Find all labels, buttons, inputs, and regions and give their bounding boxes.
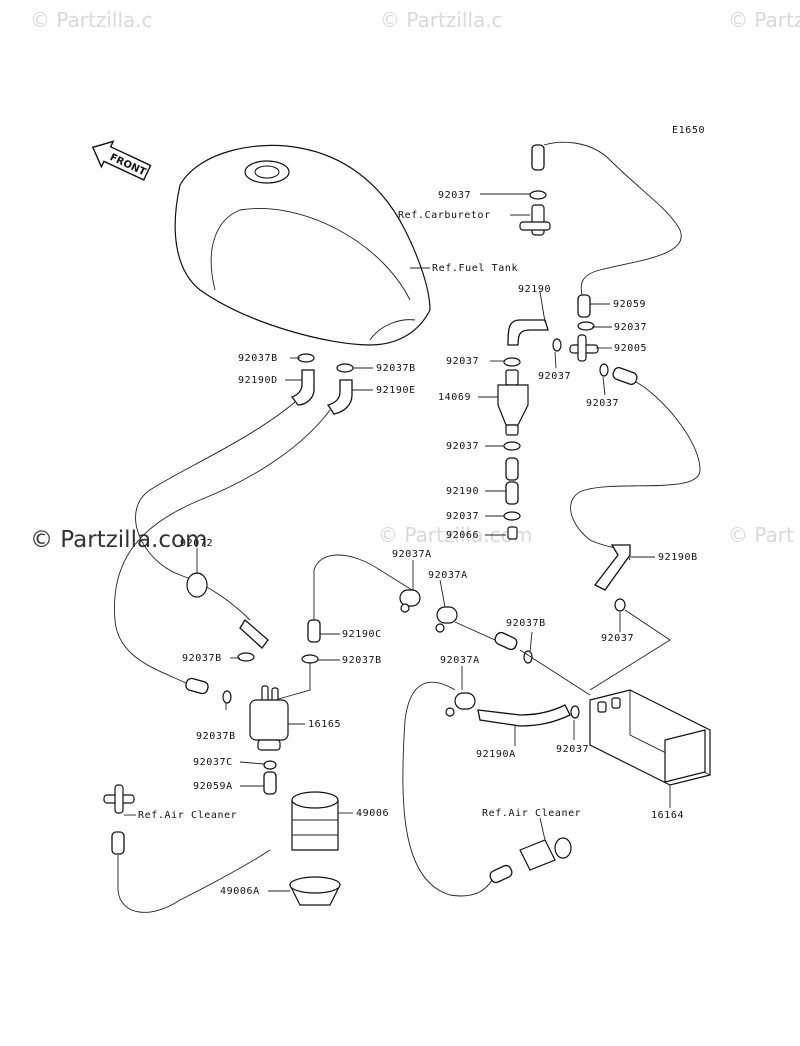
carburetor-fitting: [519, 144, 551, 236]
part-label: 92037: [446, 511, 479, 522]
watermark-faint: © Partzilla.com: [378, 523, 532, 547]
part-label: 92190C: [342, 629, 382, 640]
fuel-filter-14069: [497, 369, 529, 436]
part-label: 92037: [556, 744, 589, 755]
part-label: 92190A: [476, 749, 516, 760]
part-label: 92190D: [238, 375, 278, 386]
part-label: 92037: [538, 371, 571, 382]
fuel-pump-16165: [249, 685, 289, 751]
front-arrow-icon: FRONT: [91, 140, 152, 181]
faint-watermarks: © Partzilla.c © Partzilla.c © Partz © Pa…: [30, 8, 800, 547]
part-label: 92037A: [428, 570, 468, 581]
part-label: 92005: [614, 343, 647, 354]
fuel-tank: [174, 144, 431, 346]
clamp-92037A-3: [445, 692, 476, 717]
fitting-92066: [507, 526, 518, 540]
part-label: 92037: [446, 356, 479, 367]
clamp-92037A-2: [435, 606, 458, 633]
diagram-code: E1650: [672, 125, 705, 136]
part-label: 92037B: [196, 731, 236, 742]
part-label: 92059: [613, 299, 646, 310]
part-label: 16165: [308, 719, 341, 730]
part-label: 92059A: [193, 781, 233, 792]
part-label: 92037B: [182, 653, 222, 664]
air-cleaner-fitting-right: [519, 837, 572, 871]
part-label: 92037: [586, 398, 619, 409]
part-label: 92037B: [238, 353, 278, 364]
t-joint-92005: [569, 334, 599, 362]
part-label: 92037: [614, 322, 647, 333]
hose-92190A: [477, 704, 571, 727]
part-label: 92072: [180, 538, 213, 549]
ref-carburetor-label: Ref.Carburetor: [398, 210, 491, 221]
hose-92190B: [594, 544, 631, 591]
part-label: 49006: [356, 808, 389, 819]
watermark-faint: © Partzilla.c: [30, 8, 153, 32]
air-cleaner-fitting-left: [103, 784, 135, 814]
part-label: 92037B: [506, 618, 546, 629]
part-label: 92037A: [392, 549, 432, 560]
hose-92190-top: [507, 319, 549, 346]
part-labels: 92037 Ref.Carburetor Ref.Fuel Tank 92190…: [138, 190, 698, 897]
part-label: 92037A: [440, 655, 480, 666]
clamp-92037A-1: [399, 589, 421, 613]
part-label: 92037B: [342, 655, 382, 666]
part-label: 49006A: [220, 886, 260, 897]
part-label: 92190B: [658, 552, 698, 563]
part-label: 92190: [518, 284, 551, 295]
part-label: 92037: [438, 190, 471, 201]
part-label: 92037B: [376, 363, 416, 374]
clamp-92072: [186, 572, 208, 598]
part-label: 92190: [446, 486, 479, 497]
ref-air-cleaner-label: Ref.Air Cleaner: [482, 808, 581, 819]
ref-fuel-tank-label: Ref.Fuel Tank: [432, 263, 518, 274]
watermark-main: © Partzilla.com: [30, 527, 208, 553]
part-label: 92066: [446, 530, 479, 541]
leader-lines: [124, 193, 671, 892]
watermark-faint: © Part: [728, 523, 794, 547]
part-label: 92190E: [376, 385, 416, 396]
filter-49006: [291, 791, 339, 851]
ref-air-cleaner-label: Ref.Air Cleaner: [138, 810, 237, 821]
part-label: 92037: [446, 441, 479, 452]
watermark-faint: © Partz: [728, 8, 800, 32]
part-label: 92037C: [193, 757, 233, 768]
part-label: 92037: [601, 633, 634, 644]
part-label: 16164: [651, 810, 684, 821]
part-label: 14069: [438, 392, 471, 403]
filter-cap-49006A: [289, 876, 341, 906]
watermark-faint: © Partzilla.c: [380, 8, 503, 32]
hose-92059: [577, 294, 591, 318]
canister-16164: [589, 689, 711, 786]
